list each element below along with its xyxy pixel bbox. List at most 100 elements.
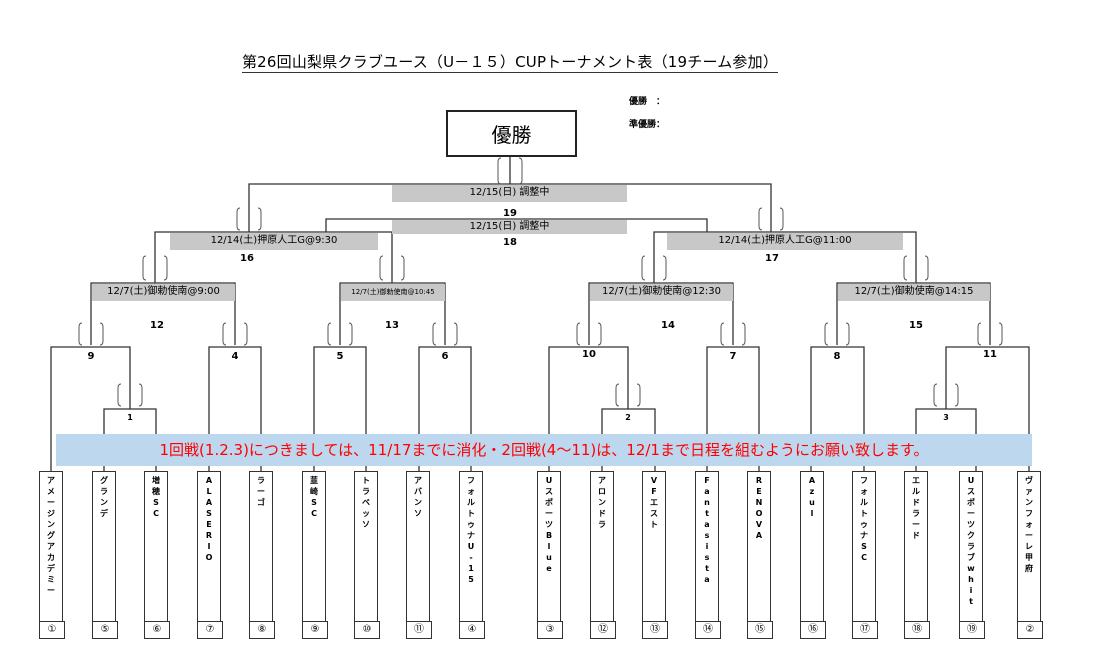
team-name-char: ー (47, 586, 55, 595)
team-name-char: メ (47, 487, 55, 496)
team-seed: ⑩ (354, 621, 380, 639)
team-name-char: 韮 (310, 476, 318, 485)
team-box: アロンドラ (590, 471, 614, 621)
score-bracket (400, 255, 405, 281)
match-7-number: 7 (729, 351, 737, 362)
team-name-char: ク (967, 531, 975, 540)
team-name-char: 崎 (310, 487, 318, 496)
team-name-char: z (809, 487, 815, 496)
team-name-char: ゥ (860, 520, 868, 529)
score-bracket (138, 383, 143, 407)
score-bracket (163, 255, 168, 281)
score-bracket (327, 322, 332, 346)
team-name-char: 穂 (152, 487, 160, 496)
legend-champion: 優勝 ： (629, 97, 666, 107)
team-name-char: n (704, 498, 710, 507)
team-name-char: A (755, 531, 763, 540)
score-bracket (954, 383, 959, 407)
team-seed: ⑬ (642, 621, 668, 639)
bracket-line (945, 346, 1030, 471)
team-name-char: S (311, 498, 317, 507)
team-name-char: t (705, 509, 709, 518)
score-bracket (636, 383, 641, 407)
bracket-line (706, 346, 760, 471)
team-name-char: s (704, 553, 710, 562)
match-16-number: 16 (240, 253, 254, 264)
team-name-char: ソ (414, 509, 422, 518)
team-name-char: ー (967, 509, 975, 518)
team-box: ヴァンフォーレ甲府 (1017, 471, 1041, 621)
match-2-number: 2 (625, 413, 631, 422)
team-box: トラベッソ (354, 471, 378, 621)
team-name-char: S (861, 542, 867, 551)
score-bracket (720, 322, 725, 346)
match-6-number: 6 (441, 351, 449, 362)
score-bracket (576, 322, 581, 346)
score-bracket (779, 207, 784, 231)
match-19-number: 19 (503, 208, 517, 219)
team-name-char: ツ (545, 520, 553, 529)
team-name-char: B (545, 531, 553, 540)
team-name-char: ル (860, 498, 868, 507)
score-bracket (641, 255, 646, 281)
bracket-line (810, 346, 865, 471)
team-name-char: - (469, 553, 473, 562)
team-name-char: s (704, 531, 710, 540)
team-name-char: カ (47, 553, 55, 562)
team-name-char: h (968, 575, 974, 584)
team-name-char: V (755, 520, 763, 529)
score-bracket (998, 322, 1003, 346)
team-name-char: フ (1025, 509, 1033, 518)
match-10-number: 10 (582, 349, 596, 360)
match-18-schedule: 12/15(日) 調整中 (392, 220, 627, 234)
team-name-char: t (969, 597, 973, 606)
team-name-char: ベ (362, 498, 370, 507)
bracket-line (325, 218, 708, 232)
bracket-line (418, 346, 472, 471)
score-bracket (615, 383, 620, 407)
match-9-number: 9 (87, 351, 95, 362)
team-name-char: C (153, 509, 159, 518)
team-name-char: フ (860, 476, 868, 485)
team-name-char: レ (1025, 542, 1033, 551)
team-name-char: ナ (860, 531, 868, 540)
team-name-char: C (311, 509, 317, 518)
team-name-char: ン (414, 498, 422, 507)
team-name-char: ン (598, 498, 606, 507)
team-name-char: ロ (598, 487, 606, 496)
team-seed: ② (1017, 621, 1043, 639)
match-3-number: 3 (943, 413, 949, 422)
match-19-schedule: 12/15(日) 調整中 (392, 185, 627, 202)
team-name-char: ア (414, 476, 422, 485)
team-name-char: エ (650, 498, 658, 507)
team-name-char: ド (912, 531, 920, 540)
team-name-char: ト (860, 509, 868, 518)
team-name-char: ド (598, 509, 606, 518)
score-bracket (924, 255, 929, 281)
team-name-char: ン (100, 498, 108, 507)
team-name-char: e (546, 564, 552, 573)
match-13-number: 13 (385, 320, 399, 331)
team-name-char: A (205, 498, 213, 507)
match-1-number: 1 (127, 413, 133, 422)
team-name-char: ア (47, 476, 55, 485)
team-name-char: ス (650, 509, 658, 518)
bracket-line (313, 346, 367, 471)
score-bracket (758, 207, 763, 231)
bracket-line (208, 346, 262, 471)
team-name-char: ン (1025, 498, 1033, 507)
team-name-char: ラ (598, 520, 606, 529)
team-name-char: ー (912, 520, 920, 529)
team-name-char: ン (47, 520, 55, 529)
match-16-schedule: 12/14(土)押原人工G@9:30 (170, 233, 378, 250)
team-name-char: ゥ (467, 520, 475, 529)
team-name-char: ア (598, 476, 606, 485)
score-bracket (257, 207, 262, 231)
team-name-char: ジ (47, 509, 55, 518)
team-name-char: ー (1025, 531, 1033, 540)
